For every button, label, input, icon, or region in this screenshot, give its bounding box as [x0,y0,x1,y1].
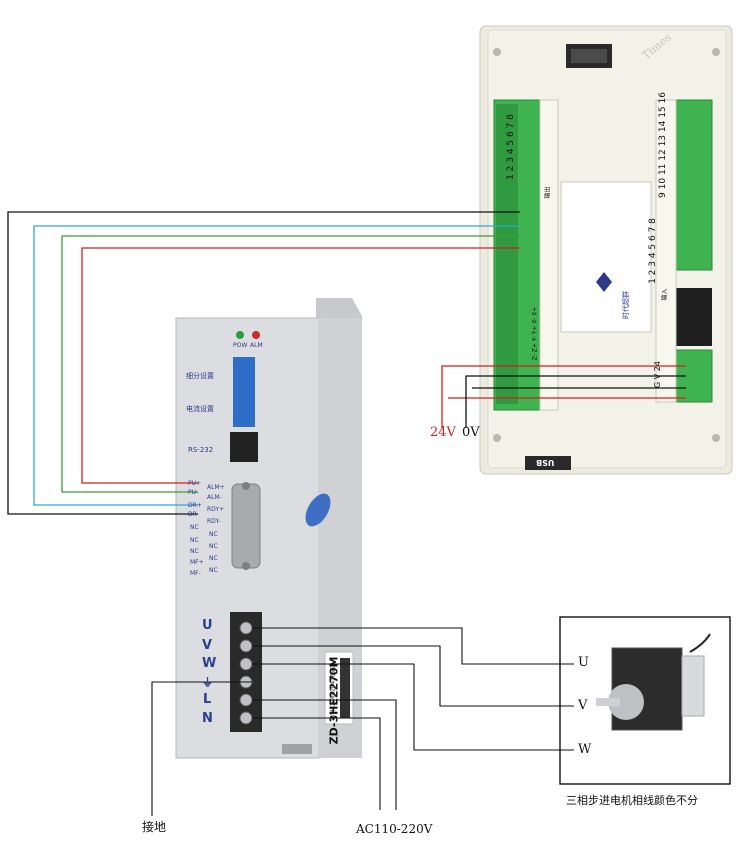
wire-n [252,717,381,810]
power-wires [441,365,686,428]
pin-nc-7: NC [209,567,218,574]
label-ground: 接地 [142,820,167,834]
blue-wire [33,225,520,506]
pin-mf-plus: MF+ [190,559,204,566]
wire-24v-1 [441,365,686,428]
pin-dr-plus: DR+ [188,502,202,509]
black-wire [7,211,520,515]
led-pow-label: POW [233,342,248,349]
wire-u [252,627,574,665]
input-numbers-label: 输入 [661,288,669,301]
terminal-w-label: W [202,656,217,671]
pin-rdy-minus: RDY- [207,518,221,525]
motor-wires [151,627,574,816]
wire-ground [151,681,252,816]
led-alm-label: ALM [250,342,263,349]
terminal-u-label: U [202,618,213,633]
input-numbers-high: 9 10 11 12 13 14 15 16 [657,92,668,198]
pin-nc-2: NC [190,537,199,544]
stepper-driver [175,298,362,759]
axis-pins-label: Z- Z+ Y- Y+ X- X+ [531,306,539,361]
red-wire [81,247,520,484]
terminal-n-label: N [202,711,213,726]
input-numbers-low: 1 2 3 4 5 6 7 8 [647,218,658,284]
wire-0v-1 [465,375,686,428]
subdiv-label: 细分设置 [186,372,214,380]
signal-wires [7,211,520,515]
terminal-l-label: L [203,692,212,707]
pin-nc-3: NC [190,548,199,555]
label-24v: 24V [430,425,456,440]
pin-nc-5: NC [209,543,218,550]
label-motor-u: U [578,655,589,670]
terminal-ground-label: ⏚ [202,676,213,689]
label-0v: 0V [462,425,480,440]
pin-pu-plus: PU+ [188,480,202,487]
output-numbers: 1 2 3 4 5 6 7 8 [505,114,516,180]
current-label: 电流设置 [186,405,214,413]
pin-alm-minus: ALM- [207,494,222,501]
pin-alm-plus: ALM+ [207,484,225,491]
wire-w [252,663,574,751]
pin-nc-4: NC [209,531,218,538]
controller-panel [479,25,733,475]
pin-nc-1: NC [190,524,199,531]
pin-rdy-plus: RDY+ [207,506,225,513]
pin-pu-minus: PU- [188,489,199,496]
controller-brand: 时代超群 [622,291,630,319]
driver-serial: S/N:22082045651 [329,666,337,721]
motor-box [559,616,731,785]
power-terminal-label: G V 24 [652,361,662,388]
label-ac-power: AC110-220V [356,822,433,836]
green-wire [61,235,520,493]
wire-v [252,645,574,707]
terminal-v-label: V [202,638,213,653]
pin-mf-minus: MF- [190,570,201,577]
usb-label: USB [536,458,555,467]
pin-nc-6: NC [209,555,218,562]
pin-dr-minus: DR- [188,511,199,518]
label-motor-caption: 三相步进电机相线颜色不分 [566,794,698,807]
output-numbers-label: 输出 [544,186,552,199]
wire-l [252,699,397,810]
rs232-label: RS-232 [188,446,214,454]
label-motor-v: V [578,698,588,713]
label-motor-w: W [578,742,592,757]
